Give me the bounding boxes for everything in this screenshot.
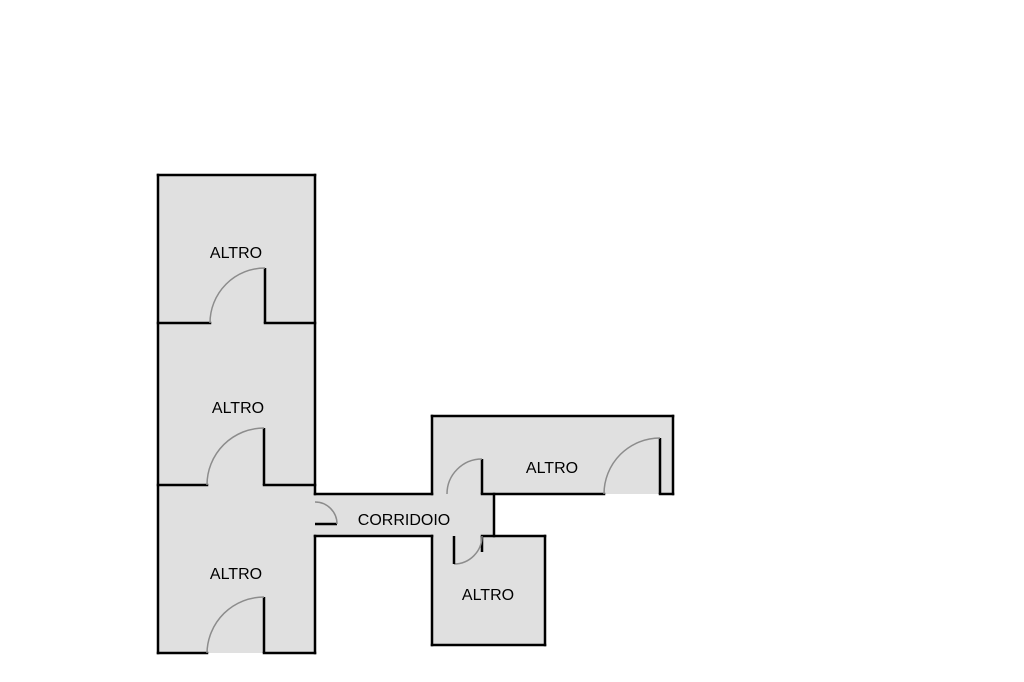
room-label-corridor: CORRIDOIO — [358, 512, 450, 529]
door-swing-icon — [314, 501, 338, 526]
room-fills — [158, 175, 673, 653]
room-label-right: ALTRO — [526, 460, 578, 477]
corridor-fill — [315, 494, 494, 536]
walls — [156, 173, 675, 655]
room-label-bottom-right: ALTRO — [462, 587, 514, 604]
door-swing-icon — [206, 596, 266, 654]
room-right-fill — [432, 416, 673, 494]
room-middle-left-fill — [158, 323, 315, 485]
room-label-middle-left: ALTRO — [212, 400, 264, 417]
door-swing-icon — [209, 267, 267, 324]
room-label-top-left: ALTRO — [210, 245, 262, 262]
room-label-bottom-left: ALTRO — [210, 566, 262, 583]
room-bottom-right-fill — [432, 536, 545, 645]
door-swing-icon — [446, 458, 484, 495]
door-swing-icon — [452, 535, 484, 565]
room-bottom-left-fill — [158, 485, 315, 653]
doors — [206, 267, 662, 654]
room-top-left-fill — [158, 175, 315, 323]
door-swing-icon — [206, 427, 266, 486]
door-swing-icon — [603, 437, 662, 495]
room-labels: ALTRO ALTRO ALTRO CORRIDOIO ALTRO ALTRO — [210, 245, 578, 604]
